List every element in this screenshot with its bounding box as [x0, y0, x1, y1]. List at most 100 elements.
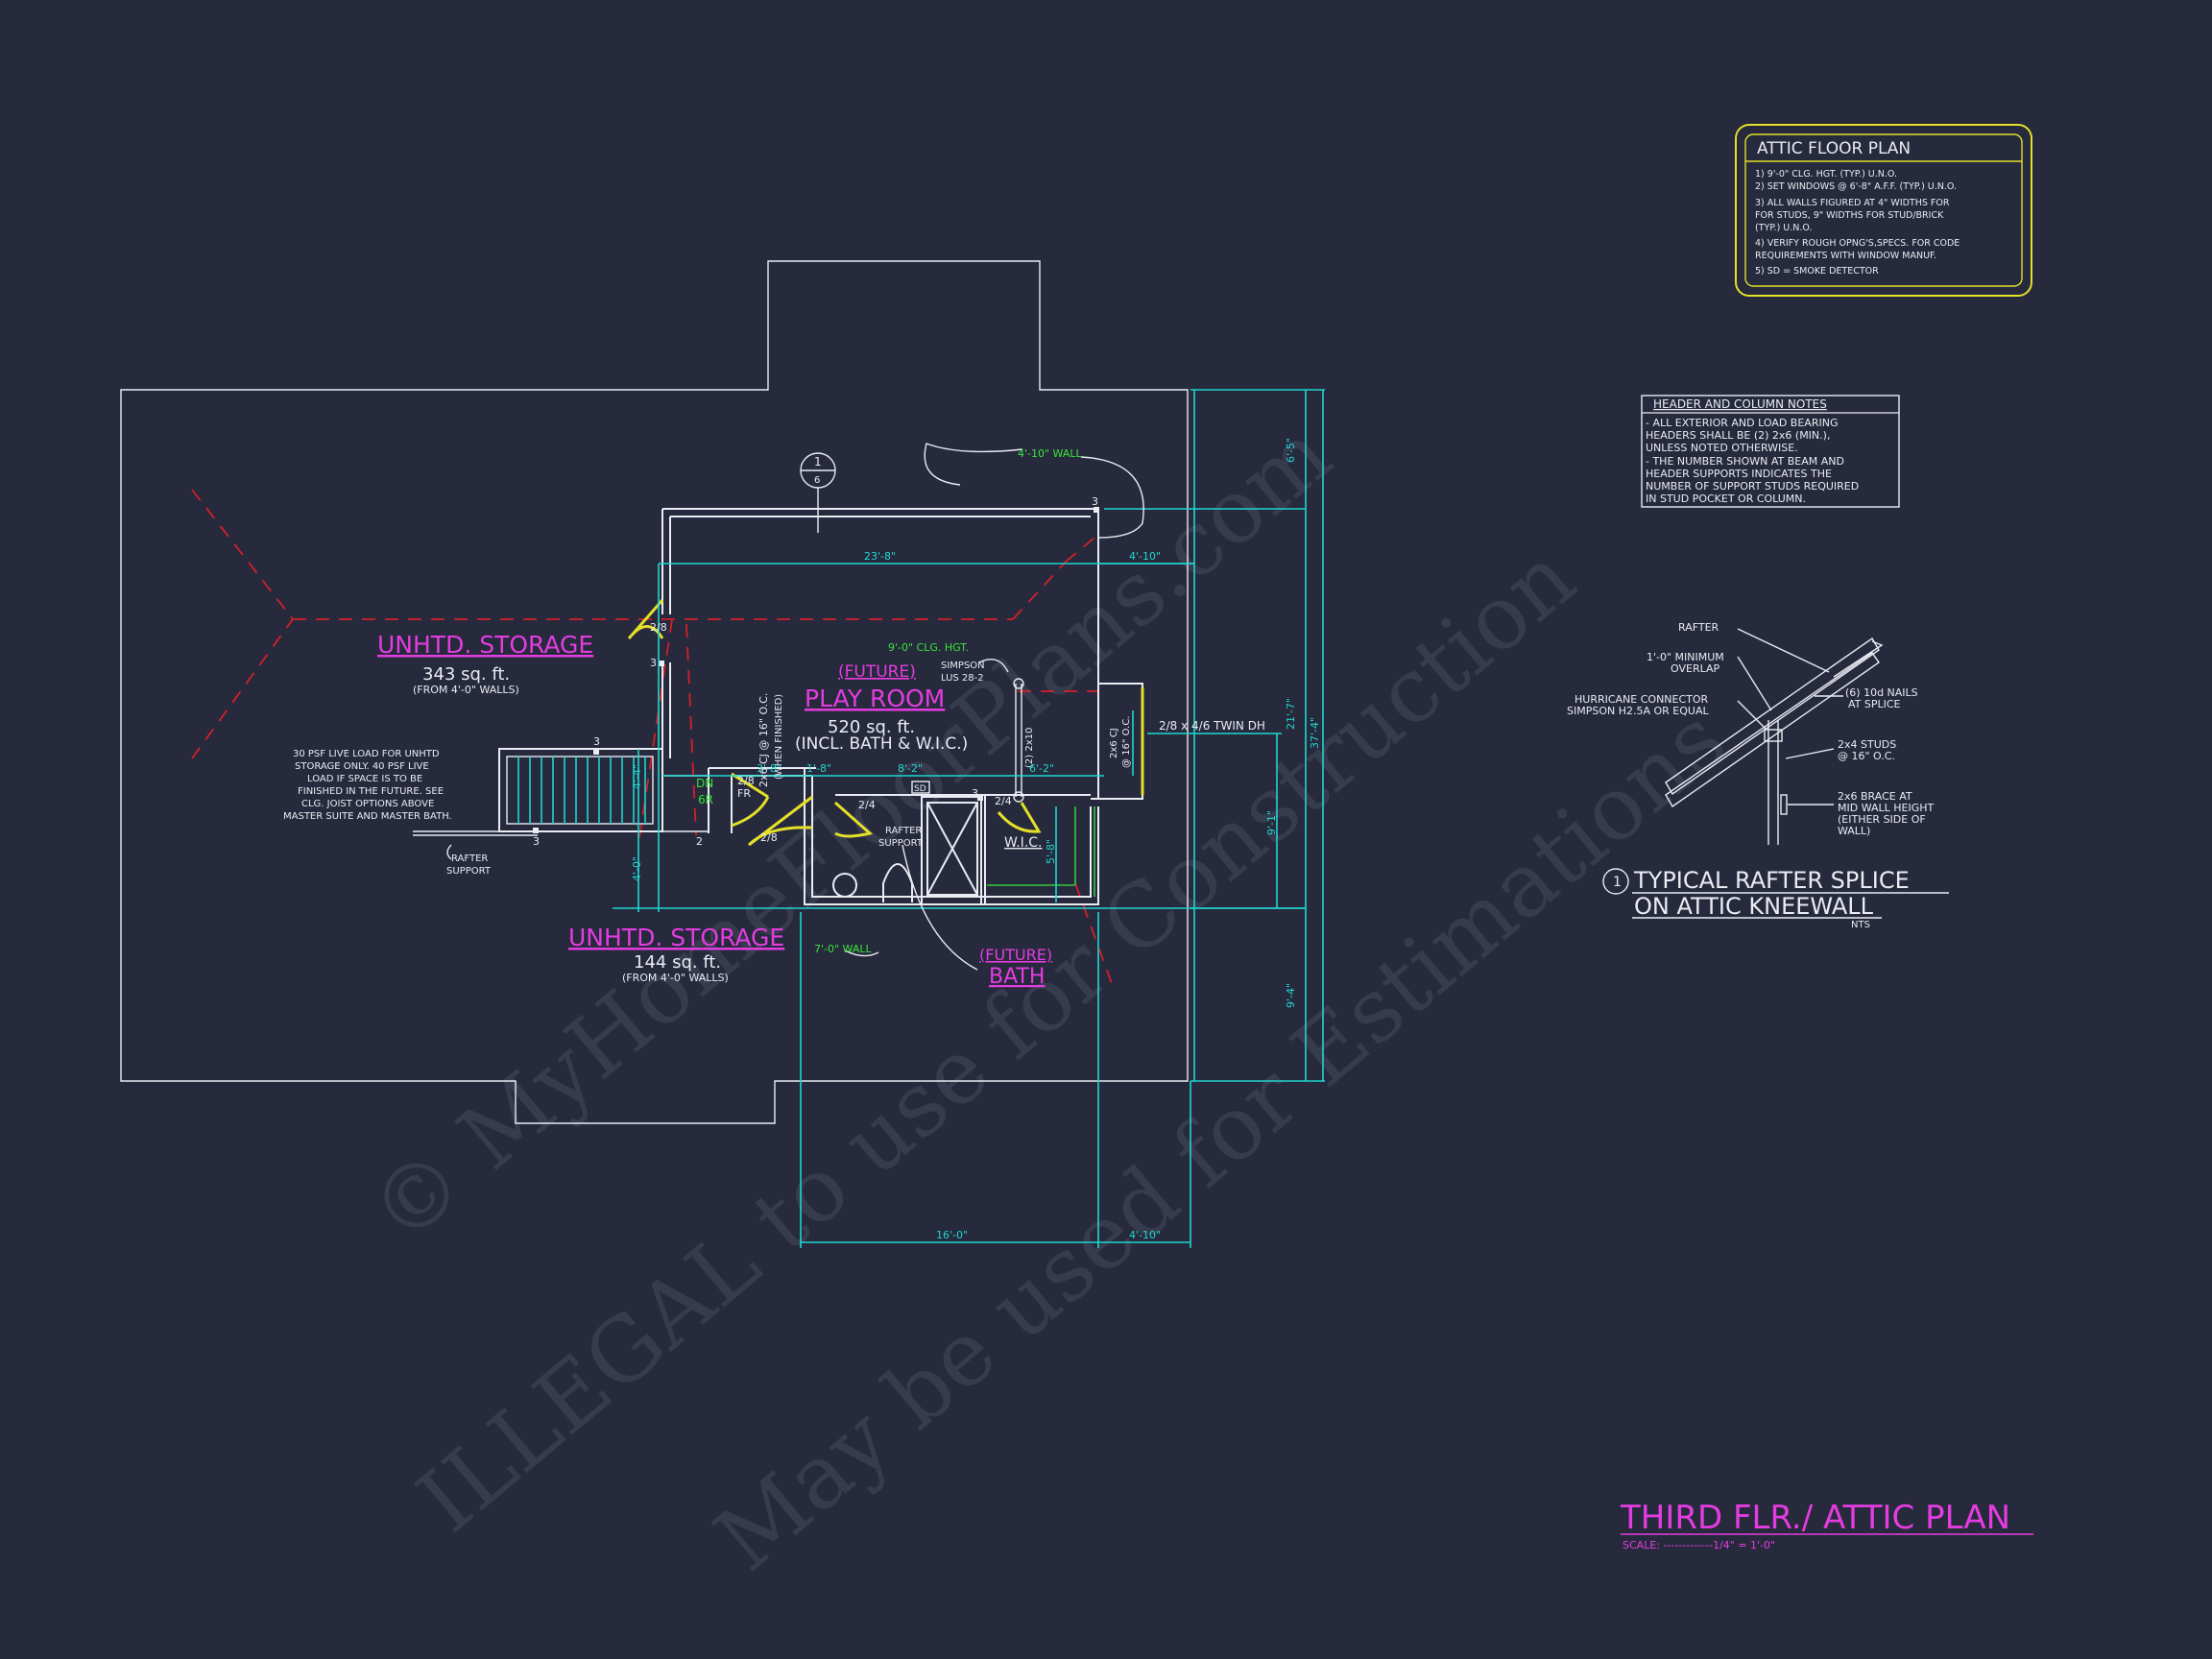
- play-room-note: (INCL. BATH & W.I.C.): [795, 734, 968, 754]
- live-load-note-6: MASTER SUITE AND MASTER BATH.: [283, 811, 452, 822]
- green-lines: [987, 806, 1095, 897]
- detail-nails-2: AT SPLICE: [1848, 698, 1901, 710]
- detail-rafter: RAFTER: [1678, 621, 1719, 634]
- dimension-lines: [613, 389, 1325, 1248]
- dim-8-2: 8'-2": [898, 762, 923, 775]
- header-notes-line-3: UNLESS NOTED OTHERWISE.: [1646, 442, 1798, 454]
- header-notes-line-5: HEADER SUPPORTS INDICATES THE: [1646, 468, 1832, 480]
- header-notes-line-2: HEADERS SHALL BE (2) 2x6 (MIN.),: [1646, 429, 1830, 442]
- section-tag-sheet: 6: [814, 475, 820, 486]
- detail-brace-1: 2x6 BRACE AT: [1838, 790, 1912, 803]
- storage-bottom-name: UNHTD. STORAGE: [568, 924, 784, 951]
- detail-hurricane-2: SIMPSON H2.5A OR EQUAL: [1567, 705, 1709, 717]
- notes-line-4: FOR STUDS, 9" WIDTHS FOR STUD/BRICK: [1755, 210, 1944, 221]
- door-2-8-fr: 2/8: [737, 775, 755, 787]
- detail-overlap-2: OVERLAP: [1671, 662, 1719, 675]
- roof-outline: [120, 260, 1189, 1124]
- plan-scale: SCALE: -------------1/4" = 1'-0": [1623, 1539, 1775, 1551]
- header-notes-line-6: NUMBER OF SUPPORT STUDS REQUIRED: [1646, 480, 1859, 493]
- header-notes-line-7: IN STUD POCKET OR COLUMN.: [1646, 493, 1806, 505]
- detail-title-2: ON ATTIC KNEEWALL: [1634, 893, 1874, 920]
- door-swing-play-1: [747, 795, 813, 847]
- header-notes-line-4: - THE NUMBER SHOWN AT BEAM AND: [1646, 455, 1844, 468]
- notes-line-6: 4) VERIFY ROUGH OPNG'S,SPECS. FOR CODE: [1755, 238, 1960, 249]
- notes-line-8: 5) SD = SMOKE DETECTOR: [1755, 266, 1879, 276]
- post-count-3-c: 3: [593, 735, 600, 748]
- stair-dn-label: DN: [696, 777, 713, 790]
- detail-title-1: TYPICAL RAFTER SPLICE: [1633, 867, 1910, 894]
- notes-line-2: 2) SET WINDOWS @ 6'-8" A.F.F. (TYP.) U.N…: [1755, 181, 1957, 192]
- section-tag: 1 6: [800, 452, 836, 533]
- annotations: 4'-10" WALL 7'-0" WALL 9'-0" CLG. HGT. S…: [283, 447, 1265, 955]
- wic-label: W.I.C.: [1004, 835, 1043, 851]
- dim-23-8: 23'-8": [864, 550, 896, 563]
- dim-21-7: 21'-7": [1285, 698, 1297, 730]
- door-fr-label: FR: [737, 787, 751, 800]
- post-count-3-e: 3: [972, 787, 978, 800]
- callout-curves: [844, 443, 1144, 971]
- notes-line-5: (TYP.) U.N.O.: [1755, 223, 1813, 233]
- cj-label-2: (WHEN FINISHED): [774, 694, 784, 780]
- post-count-3-b: 3: [650, 657, 657, 669]
- dim-6-2: 6'-2": [1029, 762, 1054, 775]
- play-room-area: 520 sq. ft.: [828, 717, 915, 737]
- header-notes-line-1: - ALL EXTERIOR AND LOAD BEARING: [1646, 417, 1838, 429]
- detail-studs-1: 2x4 STUDS: [1838, 738, 1896, 751]
- attic-floor-plan-notes: ATTIC FLOOR PLAN 1) 9'-0" CLG. HGT. (TYP…: [1735, 124, 2032, 297]
- detail-overlap-1: 1'-0" MINIMUM: [1647, 651, 1724, 663]
- smoke-detector-icon: [911, 781, 930, 794]
- notes-line-3: 3) ALL WALLS FIGURED AT 4" WIDTHS FOR: [1755, 198, 1950, 208]
- detail-studs-2: @ 16" O.C.: [1838, 750, 1895, 762]
- stair: [413, 748, 709, 836]
- notes-line-1: 1) 9'-0" CLG. HGT. (TYP.) U.N.O.: [1755, 169, 1897, 180]
- door-2-4-wic: 2/4: [995, 795, 1012, 807]
- door-swing-storage: [627, 599, 664, 639]
- dim-4-10-top: 4'-10": [1129, 550, 1161, 563]
- storage-left-name: UNHTD. STORAGE: [377, 631, 593, 659]
- cj-label-1: 2x6 CJ @ 16" O.C.: [757, 693, 770, 787]
- dim-4-0: 4'-0": [631, 856, 643, 881]
- live-load-note-5: CLG. JOIST OPTIONS ABOVE: [301, 799, 434, 809]
- play-room-future: (FUTURE): [838, 662, 916, 682]
- beam-label: (2) 2x10: [1024, 728, 1035, 768]
- storage-bottom-area: 144 sq. ft.: [634, 952, 721, 973]
- simpson-label-1: SIMPSON: [941, 661, 985, 671]
- clg-hgt-label: 9'-0" CLG. HGT.: [888, 641, 969, 654]
- dimension-labels: 23'-8" 4'-10" 6'-5" 21'-7" 37'-4" 9'-1" …: [631, 438, 1321, 1241]
- stair-treads: [517, 757, 646, 824]
- cj-right-label-1: 2x6 CJ: [1109, 728, 1119, 758]
- plan-title-block: THIRD FLR./ ATTIC PLAN SCALE: ----------…: [1620, 1499, 2033, 1551]
- dim-3-8: 3'-8": [757, 762, 781, 775]
- dim-37-4: 37'-4": [1309, 717, 1321, 749]
- door-2-8-storage: 2/8: [650, 621, 667, 634]
- post-count-2: 2: [696, 835, 703, 848]
- play-room-name: PLAY ROOM: [805, 685, 945, 712]
- plan-title: THIRD FLR./ ATTIC PLAN: [1620, 1499, 2010, 1537]
- dim-4-4: 4'-4": [631, 764, 643, 789]
- post-count-3-a: 3: [1092, 495, 1098, 508]
- smoke-detector-label: SD: [914, 784, 926, 794]
- wall-bottom-label: 7'-0" WALL: [814, 943, 872, 955]
- bath-name: BATH: [989, 965, 1045, 989]
- rafter-splice-detail: RAFTER 1'-0" MINIMUM OVERLAP HURRICANE C…: [1567, 621, 1949, 930]
- dim-9-1: 9'-1": [1265, 810, 1278, 835]
- detail-brace-3: (EITHER SIDE OF: [1838, 813, 1926, 826]
- detail-brace-4: WALL): [1838, 825, 1870, 837]
- door-swing-play-2: [834, 801, 874, 838]
- detail-hurricane-1: HURRICANE CONNECTOR: [1575, 693, 1709, 706]
- header-column-notes: HEADER AND COLUMN NOTES - ALL EXTERIOR A…: [1641, 395, 1900, 508]
- post-count-3-d: 3: [533, 835, 540, 848]
- section-tag-num: 1: [814, 455, 822, 469]
- dim-6-5: 6'-5": [1285, 438, 1297, 463]
- dim-4-10-bot: 4'-10": [1129, 1229, 1161, 1241]
- roof-ridge-lines: [191, 489, 1115, 990]
- notes-title: ATTIC FLOOR PLAN: [1757, 139, 1911, 158]
- bath-future: (FUTURE): [979, 946, 1052, 964]
- rafter-support-left-2: SUPPORT: [446, 866, 492, 877]
- dim-1-8: 1'-8": [806, 762, 831, 775]
- rafter-support-left-1: RAFTER: [451, 854, 488, 864]
- detail-number: 1: [1613, 875, 1622, 890]
- live-load-note-4: FINISHED IN THE FUTURE. SEE: [298, 786, 444, 797]
- dim-16-0: 16'-0": [936, 1229, 968, 1241]
- door-2-8-play: 2/8: [760, 831, 778, 844]
